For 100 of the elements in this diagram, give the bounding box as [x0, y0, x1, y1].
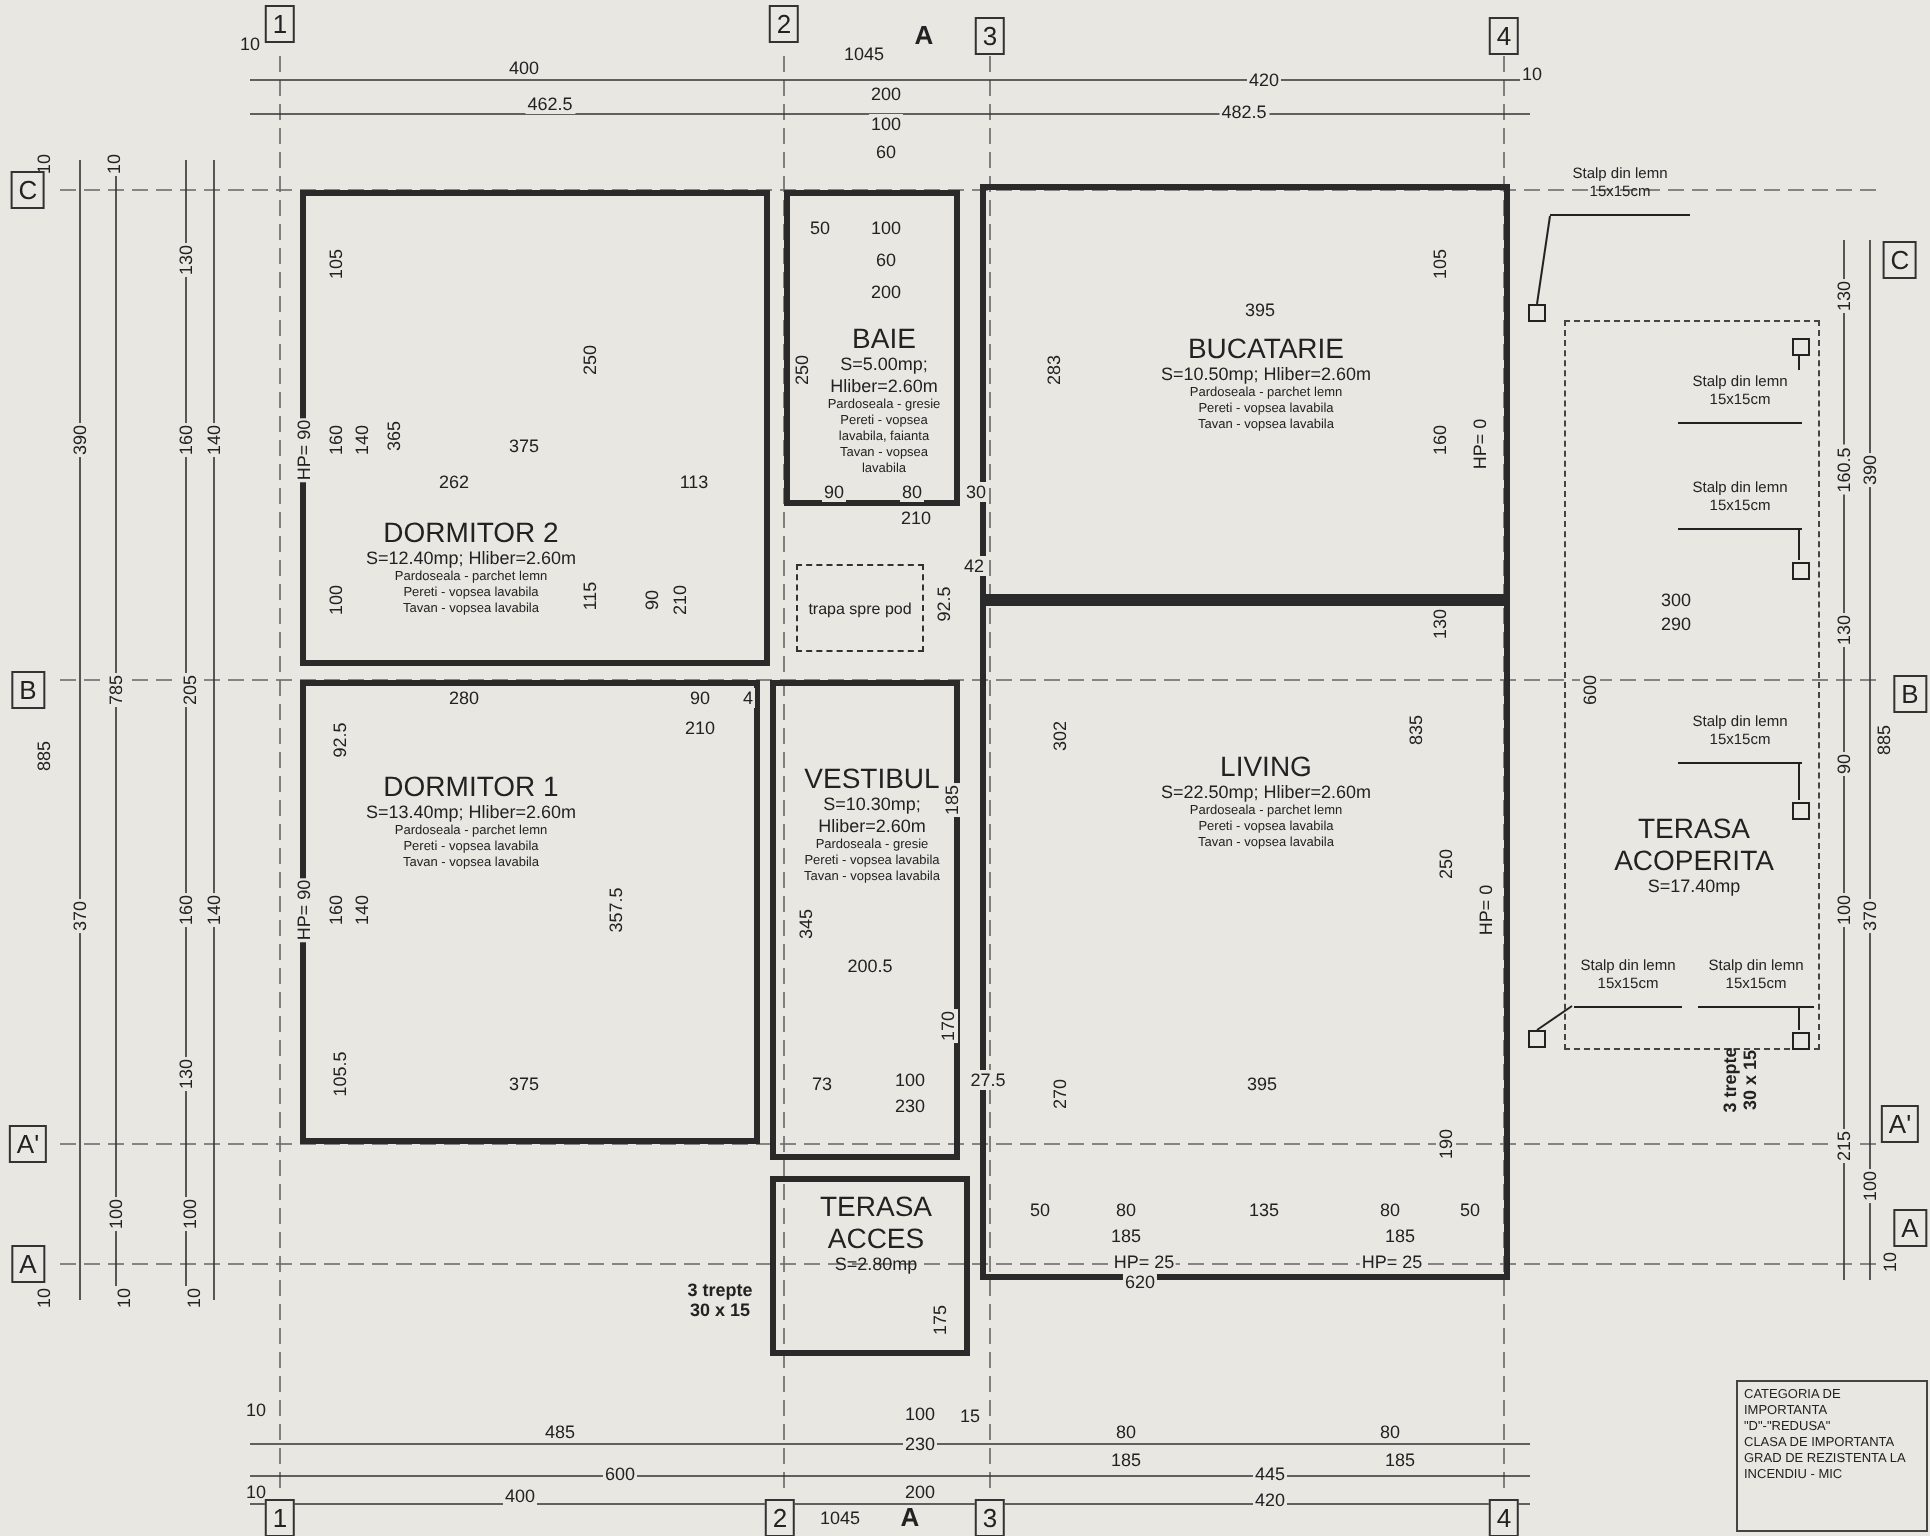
dimension-label: 462.5	[525, 94, 575, 114]
dimension-label: 130	[1430, 606, 1450, 642]
dimension-label: 600	[602, 1464, 638, 1484]
dimension-label: 4	[741, 688, 755, 708]
post-square	[1792, 338, 1810, 356]
dimension-label: 835	[1406, 712, 1426, 748]
room-outline	[770, 680, 960, 1160]
dimension-label: 482.5	[1219, 102, 1269, 122]
dimension-label: 130	[1834, 278, 1854, 314]
dimension-label: 60	[874, 250, 898, 270]
hatch-label: trapa spre pod	[796, 564, 924, 652]
room-name: BUCATARIE	[1187, 332, 1345, 364]
dimension-label: 160	[326, 422, 346, 458]
dimension-label: 400	[506, 58, 542, 78]
dimension-label: 90	[822, 482, 846, 502]
dimension-label: 80	[900, 482, 924, 502]
room-name: VESTIBUL	[804, 762, 940, 794]
grid-axis-label: C	[10, 171, 46, 209]
dimension-label: 375	[506, 436, 542, 456]
dimension-label: 170	[938, 1008, 958, 1044]
post-square	[1792, 802, 1810, 820]
dimension-label: 100	[106, 1196, 126, 1232]
room-name: DORMITOR 1	[383, 770, 559, 802]
dimension-label: 80	[1378, 1200, 1402, 1220]
dimension-label: HP= 25	[1359, 1252, 1425, 1272]
grid-axis-label: A'	[8, 1125, 48, 1163]
dimension-label: 300	[1658, 590, 1694, 610]
dimension-label: 10	[114, 1286, 134, 1310]
dimension-label: 185	[1108, 1226, 1144, 1246]
dimension-label: 100	[868, 114, 904, 134]
dimension-label: 365	[384, 418, 404, 454]
dimension-label: 185	[1382, 1226, 1418, 1246]
dimension-label: 620	[1122, 1272, 1158, 1292]
dimension-label: HP= 0	[1476, 882, 1496, 938]
dimension-label: 290	[1658, 614, 1694, 634]
dimension-label: 230	[892, 1096, 928, 1116]
dimension-label: 130	[176, 242, 196, 278]
dimension-label: 100	[868, 218, 904, 238]
dimension-label: 130	[176, 1056, 196, 1092]
dimension-label: 205	[180, 672, 200, 708]
title-block	[1736, 1380, 1928, 1532]
room-outline	[784, 190, 960, 506]
dimension-label: 100	[902, 1404, 938, 1424]
dimension-label: 90	[1834, 752, 1854, 776]
dimension-label: 140	[204, 892, 224, 928]
dimension-label: 175	[930, 1302, 950, 1338]
dimension-label: 140	[352, 422, 372, 458]
dimension-label: 105	[326, 246, 346, 282]
dimension-label: 250	[1436, 846, 1456, 882]
dimension-label: 15	[958, 1406, 982, 1426]
dimension-label: 885	[34, 738, 54, 774]
room-name: DORMITOR 2	[383, 516, 559, 548]
post-square	[1792, 562, 1810, 580]
room-area: S=2.80mp	[834, 1254, 918, 1276]
dimension-label: 160	[326, 892, 346, 928]
dimension-label: 250	[792, 352, 812, 388]
dimension-label: 10	[104, 152, 124, 176]
room-outline	[770, 1176, 970, 1356]
dimension-label: 200	[868, 282, 904, 302]
leader-line	[1798, 1005, 1800, 1031]
dimension-label: 10	[184, 1286, 204, 1310]
dimension-label: 370	[70, 898, 90, 934]
leader-line	[1798, 527, 1800, 561]
dimension-label: 10	[244, 1482, 268, 1502]
dimension-label: 215	[1834, 1128, 1854, 1164]
dimension-label: 30	[964, 482, 988, 502]
dimension-label: 885	[1874, 722, 1894, 758]
room-area: S=10.30mp; Hliber=2.60m	[804, 794, 940, 838]
dimension-label: 92.5	[934, 584, 954, 624]
grid-axis-label: 3	[974, 17, 1006, 55]
stairs-note: 3 trepte 30 x 15	[685, 1280, 755, 1320]
room-outline	[300, 190, 770, 666]
dimension-label: 140	[204, 422, 224, 458]
dimension-label: 200	[868, 84, 904, 104]
dimension-label: 42	[962, 556, 986, 576]
grid-axis-label: A	[1893, 1209, 1927, 1247]
section-mark: A	[898, 1508, 922, 1528]
dimension-label: 27.5	[968, 1070, 1008, 1090]
dimension-label: 445	[1252, 1464, 1288, 1484]
dimension-label: 100	[326, 582, 346, 618]
dimension-label: 10	[238, 34, 262, 54]
dimension-label: 90	[688, 688, 712, 708]
dimension-label: 92.5	[330, 720, 350, 760]
dimension-label: 10	[1520, 64, 1544, 84]
post-square	[1792, 1032, 1810, 1050]
dimension-label: 210	[682, 718, 718, 738]
room-area: S=12.40mp; Hliber=2.60m	[365, 548, 577, 570]
dimension-label: 113	[677, 472, 711, 492]
dimension-label: 250	[580, 342, 600, 378]
dimension-label: 105.5	[330, 1049, 350, 1099]
dimension-label: 370	[1860, 898, 1880, 934]
room-area: S=13.40mp; Hliber=2.60m	[365, 802, 577, 824]
leader-line	[1798, 761, 1800, 801]
dimension-label: 80	[1114, 1200, 1138, 1220]
grid-axis-label: 1	[264, 5, 296, 43]
dimension-label: 230	[902, 1434, 938, 1454]
dimension-label: 60	[874, 142, 898, 162]
dimension-label: 160	[176, 892, 196, 928]
dimension-label: 100	[180, 1196, 200, 1232]
dimension-label: 100	[892, 1070, 928, 1090]
